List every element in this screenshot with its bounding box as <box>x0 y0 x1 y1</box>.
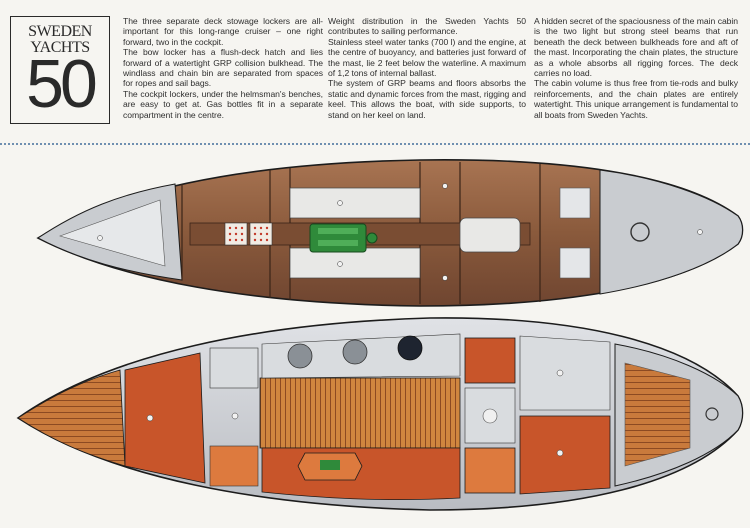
aft-cabin-starboard <box>519 415 611 495</box>
col2-paragraph-2: Stainless steel water tanks (700 l) and … <box>328 36 526 79</box>
col2-paragraph-1: Weight distribution in the Sweden Yachts… <box>328 16 526 37</box>
upper-stern-locker-2 <box>559 247 591 279</box>
lower-fittings <box>146 369 564 457</box>
dotted-divider <box>0 143 750 145</box>
dinette-seating <box>261 447 461 501</box>
sweden-yachts-50-logo: SWEDEN YACHTS 50 <box>10 16 110 124</box>
col3-paragraph-2: The cabin volume is thus free from tie-r… <box>534 78 738 120</box>
cockpit-wheel <box>705 407 719 421</box>
lower-hull-interior <box>16 317 744 511</box>
text-column-2: Weight distribution in the Sweden Yachts… <box>328 16 526 134</box>
upper-bow-hatch <box>59 199 166 267</box>
logo-line-1: SWEDEN <box>28 23 92 40</box>
dinette-table-inlay <box>320 460 340 470</box>
upper-hull-plan <box>36 159 744 307</box>
text-column-1: The three separate deck stowage lockers … <box>123 16 323 134</box>
forward-cabin-berth <box>124 352 206 484</box>
aft-cabin-port <box>519 335 611 411</box>
col2-paragraph-3: The system of GRP beams and floors absor… <box>328 78 526 120</box>
logo-line-2: YACHTS <box>30 39 90 56</box>
galley-locker <box>464 447 516 494</box>
galley-sink <box>482 408 498 424</box>
lower-bow-deck <box>17 369 126 467</box>
upper-tank <box>459 217 521 253</box>
col3-paragraph-1: A hidden secret of the spaciousness of t… <box>534 16 738 79</box>
col1-paragraph-2: The bow locker has a flush-deck hatch an… <box>123 47 323 89</box>
text-column-3: A hidden secret of the spaciousness of t… <box>534 16 738 134</box>
forward-head <box>209 347 259 389</box>
upper-stern-locker-1 <box>559 187 591 219</box>
upper-stern-section <box>599 169 743 295</box>
col1-paragraph-1: The three separate deck stowage lockers … <box>123 16 323 47</box>
saloon-sole <box>259 377 461 449</box>
chart-table <box>464 337 516 384</box>
engine <box>309 223 378 253</box>
saloon-chairs <box>287 335 423 369</box>
yacht-plans-illustration <box>16 159 744 511</box>
upper-fittings <box>97 183 703 281</box>
upper-wheel <box>630 222 650 242</box>
logo-number: 50 <box>26 46 98 122</box>
upper-floor-panel-1 <box>289 187 421 219</box>
forward-locker <box>209 445 259 487</box>
col1-paragraph-3: The cockpit lockers, under the helmsman'… <box>123 88 323 120</box>
cockpit-seats <box>624 362 691 467</box>
battery-banks <box>224 222 273 246</box>
